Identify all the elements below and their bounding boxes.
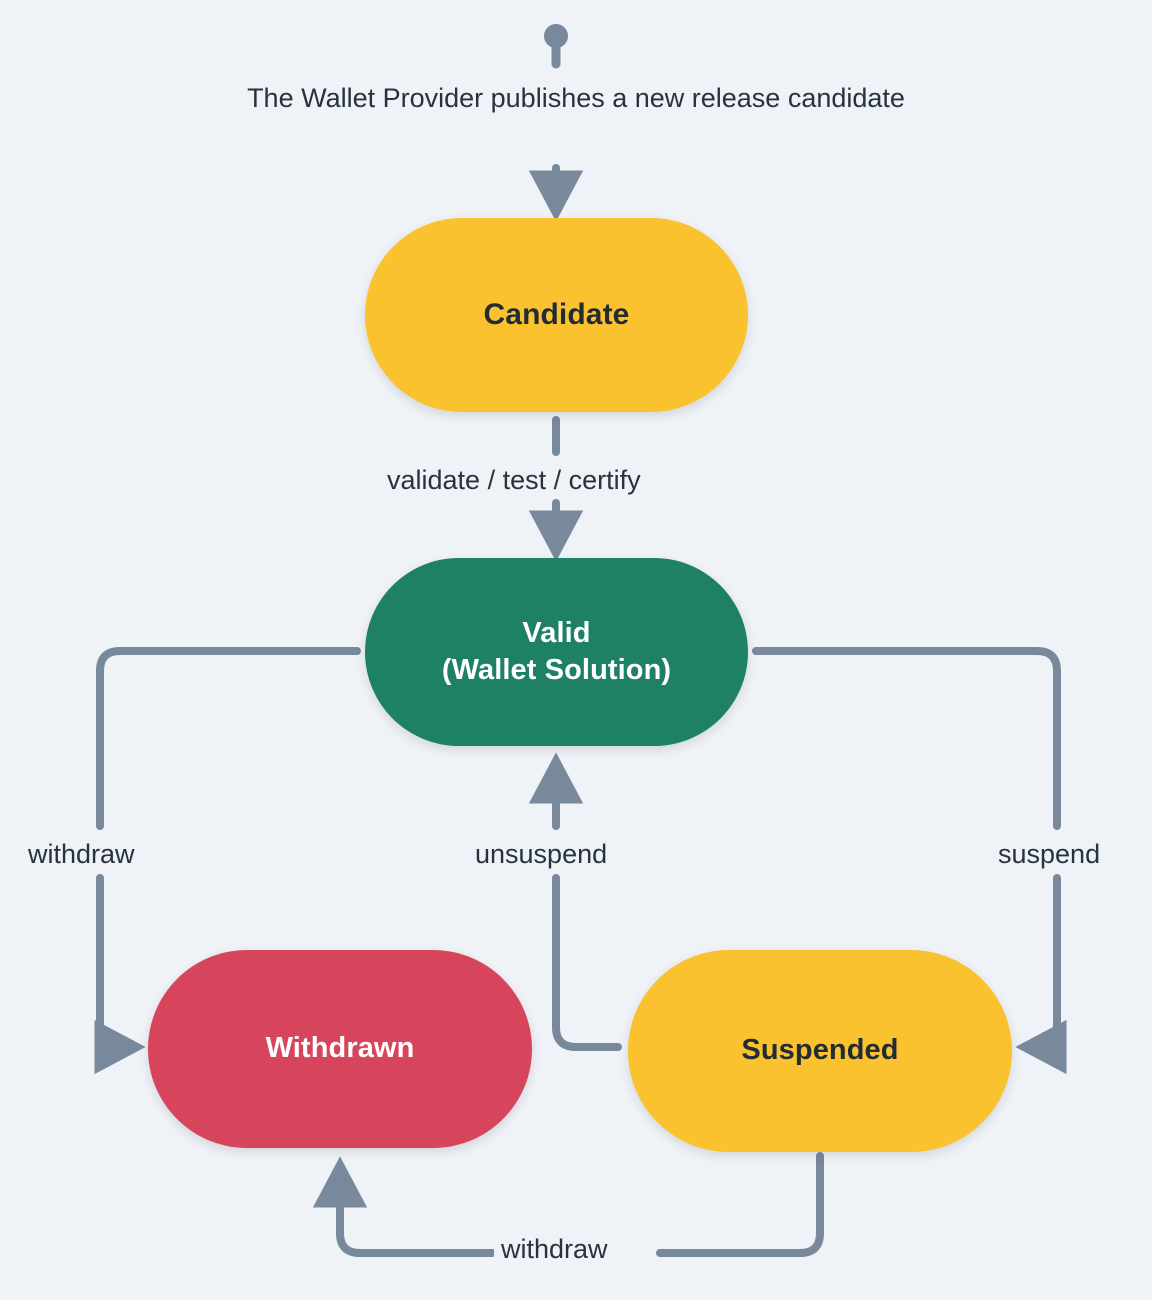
edge-label-suspended-to-valid: unsuspend xyxy=(469,836,614,873)
state-node-withdrawn-label: Withdrawn xyxy=(265,1032,415,1065)
edge-valid-to-withdrawn-top xyxy=(96,647,361,830)
edge-label-candidate-to-valid: validate / test / certify xyxy=(381,464,647,497)
state-node-valid[interactable]: Valid (Wallet Solution) xyxy=(365,558,748,746)
edge-label-start-to-candidate: The Wallet Provider publishes a new rele… xyxy=(247,83,905,113)
edge-suspended-to-withdrawn xyxy=(312,1156,496,1257)
edge-suspended-to-valid-lower xyxy=(552,874,622,1051)
state-node-withdrawn[interactable]: Withdrawn xyxy=(148,950,532,1148)
state-node-valid-label: Valid (Wallet Solution) xyxy=(441,616,672,686)
start-node-marker xyxy=(544,24,568,69)
edge-valid-to-withdrawn xyxy=(94,874,146,1075)
edge-label-suspended-to-withdrawn: withdraw xyxy=(494,1231,615,1268)
edge-label-valid-to-suspended: suspend xyxy=(992,836,1107,873)
edge-valid-to-suspended-top xyxy=(752,647,1061,830)
state-node-candidate[interactable]: Candidate xyxy=(365,218,748,412)
edge-suspended-to-withdrawn-right xyxy=(656,1152,824,1257)
state-node-candidate-label: Candidate xyxy=(483,297,630,331)
edge-valid-to-suspended xyxy=(1015,874,1067,1075)
state-node-suspended-label: Suspended xyxy=(741,1034,899,1067)
state-node-suspended[interactable]: Suspended xyxy=(628,950,1012,1152)
edge-label-valid-to-withdrawn: withdraw xyxy=(22,836,141,873)
